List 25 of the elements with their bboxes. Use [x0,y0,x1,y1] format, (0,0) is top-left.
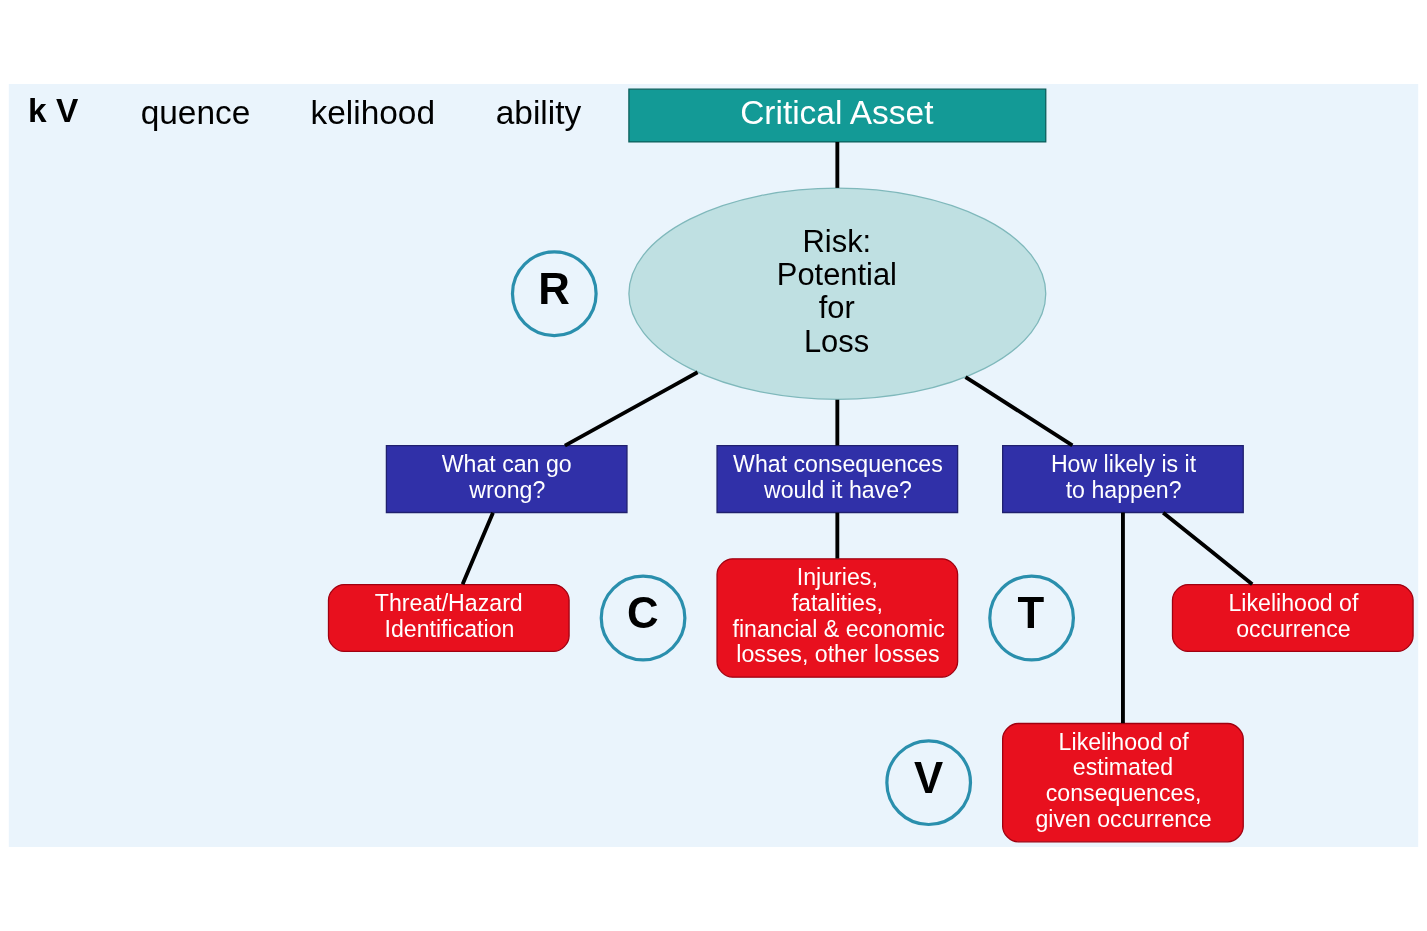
node-box: How likely is it to happen? [1002,444,1244,514]
label: k V [28,92,79,130]
node-box: Injuries, fatalities, financial & economic losses, other losses [716,558,959,678]
node-ellipse: Risk: Potential for Loss [628,187,1047,400]
connector [460,511,495,585]
node-circle: R [510,250,598,338]
node-box: Likelihood of estimated consequences, given occurrence [1002,722,1244,843]
connector [1121,512,1125,724]
label: quence [140,93,251,131]
connector [964,375,1074,447]
node-box: Critical Asset [628,88,1047,143]
node-circle: C [599,574,687,662]
node-circle: T [988,574,1076,662]
node-box: What can go wrong? [385,444,628,514]
node-box: What consequences would it have? [716,444,959,514]
connector [835,512,840,559]
node-circle: V [885,739,973,827]
node-box: Likelihood of occurrence [1171,583,1414,653]
connector [835,399,840,446]
connector [835,141,840,188]
connector [563,370,699,448]
label: kelihood [310,93,436,131]
connector [1162,511,1254,586]
node-box: Threat/Hazard Identification [327,583,570,653]
label: ability [495,93,582,131]
